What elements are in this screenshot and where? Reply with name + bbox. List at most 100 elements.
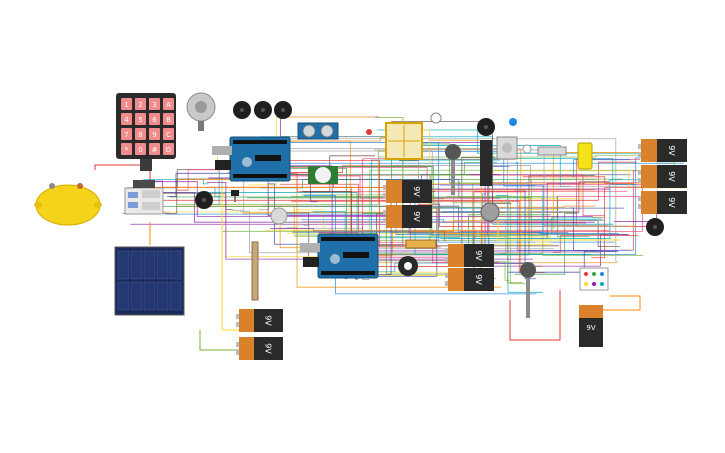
dome-sensor[interactable] xyxy=(270,207,288,225)
battery-label: 9V xyxy=(264,315,273,326)
buzzer[interactable] xyxy=(274,101,292,119)
wire xyxy=(146,161,637,201)
wire xyxy=(552,235,639,253)
wire xyxy=(421,150,536,187)
battery-9v[interactable]: 9V xyxy=(638,191,687,214)
wire xyxy=(442,193,486,213)
battery-label: 9V xyxy=(667,197,676,208)
keypad-key[interactable] xyxy=(135,143,146,155)
solar-cell xyxy=(117,281,130,311)
keypad-key[interactable] xyxy=(163,128,174,140)
keypad-key[interactable] xyxy=(149,113,160,125)
wire xyxy=(539,217,602,234)
battery-label: 9V xyxy=(412,186,421,197)
arduino-uno-2[interactable] xyxy=(300,233,379,279)
dc-motor[interactable] xyxy=(186,92,216,131)
pir-sensor[interactable] xyxy=(308,166,338,184)
battery-9v[interactable]: 9V xyxy=(383,205,432,228)
wire xyxy=(221,190,239,331)
battery-9v[interactable]: 9V xyxy=(579,305,603,347)
keypad-key[interactable] xyxy=(121,113,132,125)
arduino-uno-1[interactable] xyxy=(212,136,291,182)
lcd-module[interactable] xyxy=(537,146,567,156)
battery-label: 9V xyxy=(586,324,595,332)
wire xyxy=(271,166,441,204)
buzzer[interactable] xyxy=(254,101,272,119)
wire xyxy=(143,178,209,185)
keypad-key[interactable] xyxy=(121,128,132,140)
keypad-key-label: 4 xyxy=(124,116,129,124)
wire xyxy=(94,164,151,180)
touch-pad[interactable] xyxy=(385,122,423,160)
wire xyxy=(390,165,659,187)
keypad-key[interactable] xyxy=(149,128,160,140)
battery-9v[interactable]: 9V xyxy=(383,180,432,203)
rgb-led[interactable] xyxy=(522,144,532,154)
keypad-key[interactable] xyxy=(149,143,160,155)
lemon-battery[interactable] xyxy=(34,183,102,226)
solar-cell xyxy=(169,250,182,280)
keypad-key-label: 2 xyxy=(138,101,142,109)
wire xyxy=(265,229,552,238)
keypad-key[interactable] xyxy=(121,143,132,155)
wire xyxy=(240,211,602,254)
ic-chip[interactable] xyxy=(480,140,492,186)
keypad-key[interactable] xyxy=(135,98,146,110)
relay-module[interactable] xyxy=(124,180,164,215)
wire xyxy=(132,186,596,191)
flex-sensor[interactable] xyxy=(251,241,259,301)
buzzer[interactable] xyxy=(477,118,495,136)
motor-driver[interactable] xyxy=(496,136,518,160)
solar-cell xyxy=(156,281,169,311)
ultrasonic-sensor[interactable] xyxy=(297,122,339,140)
keypad-key[interactable] xyxy=(163,113,174,125)
keypad-key[interactable] xyxy=(149,98,160,110)
battery-label: 9V xyxy=(474,274,483,285)
wire xyxy=(490,158,637,185)
led-strip[interactable] xyxy=(579,267,609,291)
keypad-key[interactable] xyxy=(135,128,146,140)
buzzer[interactable] xyxy=(195,191,213,209)
lemon-electrode xyxy=(77,183,83,189)
neopixel-ring[interactable] xyxy=(398,256,418,276)
potentiometer[interactable] xyxy=(480,202,500,222)
led[interactable] xyxy=(509,118,517,126)
wire xyxy=(591,216,605,218)
buzzer[interactable] xyxy=(233,101,251,119)
keypad-key-label: # xyxy=(152,146,158,154)
led[interactable] xyxy=(366,129,372,135)
lcd-module[interactable] xyxy=(405,239,437,249)
wire xyxy=(347,207,624,277)
battery-9v[interactable]: 9V xyxy=(236,337,283,360)
yellow-led[interactable] xyxy=(577,142,593,170)
transistor[interactable] xyxy=(231,190,239,202)
keypad-key[interactable] xyxy=(121,98,132,110)
keypad-key-label: C xyxy=(166,131,171,139)
keypad-key-label: 3 xyxy=(152,101,156,109)
keypad-key-label: 8 xyxy=(138,131,142,139)
light-bulb[interactable] xyxy=(430,112,442,124)
battery-9v[interactable]: 9V xyxy=(638,165,687,188)
battery-label: 9V xyxy=(412,211,421,222)
wire xyxy=(570,207,598,251)
wire xyxy=(514,213,578,275)
force-sensor[interactable] xyxy=(520,262,536,318)
keypad-key-label: 0 xyxy=(138,146,142,154)
battery-9v[interactable]: 9V xyxy=(236,309,283,332)
wire xyxy=(199,330,239,351)
battery-label: 9V xyxy=(264,343,273,354)
keypad-key[interactable] xyxy=(135,113,146,125)
wire xyxy=(167,172,273,197)
wire xyxy=(522,176,634,184)
buzzer[interactable] xyxy=(646,218,664,236)
battery-9v[interactable]: 9V xyxy=(638,139,687,162)
wire xyxy=(508,251,617,273)
keypad-key[interactable] xyxy=(163,143,174,155)
battery-9v[interactable]: 9V xyxy=(445,244,494,267)
force-sensor[interactable] xyxy=(445,144,461,195)
battery-9v[interactable]: 9V xyxy=(445,268,494,291)
keypad-key[interactable] xyxy=(163,98,174,110)
solar-panel[interactable] xyxy=(114,246,185,316)
keypad-key-label: 7 xyxy=(124,131,128,139)
